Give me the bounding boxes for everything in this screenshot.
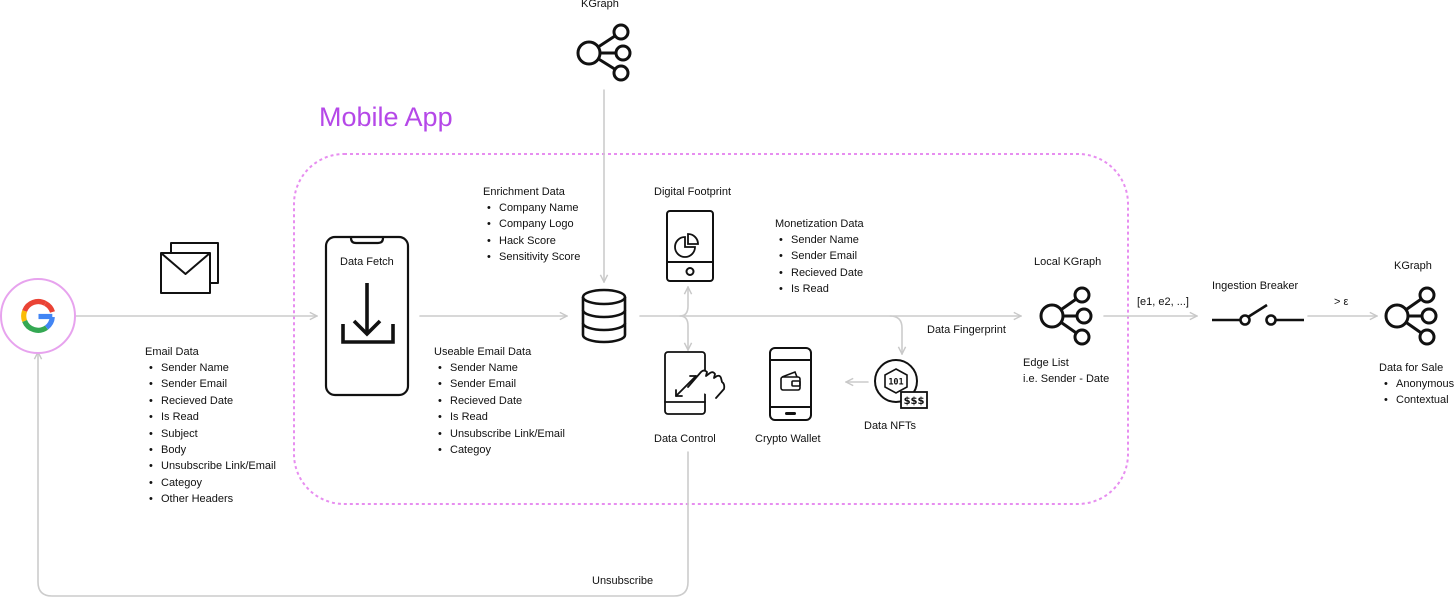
google-logo-icon xyxy=(21,298,55,333)
local-kgraph-label: Local KGraph xyxy=(1034,256,1102,268)
list-item: Is Read xyxy=(775,281,863,298)
hand-icon xyxy=(687,369,726,399)
crypto-wallet-label: Crypto Wallet xyxy=(755,433,821,445)
data-nfts-label: Data NFTs xyxy=(864,420,916,432)
ingestion-breaker-switch-icon xyxy=(1212,303,1304,326)
monetization-data-list: Sender Name Sender Email Recieved Date I… xyxy=(775,232,863,298)
list-item: Sensitivity Score xyxy=(483,249,580,266)
nft-currency-text: $$$ xyxy=(904,396,925,407)
list-item: Sender Name xyxy=(145,360,276,377)
wallet-icon xyxy=(780,370,801,391)
mobile-app-title: Mobile App xyxy=(319,102,453,132)
useable-email-data-list: Sender Name Sender Email Recieved Date I… xyxy=(434,360,565,459)
data-control-icon xyxy=(664,351,726,415)
svg-text:101: 101 xyxy=(888,378,903,388)
download-icon xyxy=(341,283,395,344)
list-item: Sender Email xyxy=(434,376,565,393)
list-item: Company Name xyxy=(483,200,580,217)
enrichment-data-title: Enrichment Data xyxy=(483,186,565,198)
edge-list-label: Edge List xyxy=(1023,357,1069,369)
list-item: Categoy xyxy=(434,442,565,459)
kgraph-top-label: KGraph xyxy=(581,0,619,10)
list-item: Contextual xyxy=(1380,392,1454,409)
data-for-sale-list: Anonymous Contextual xyxy=(1380,376,1454,409)
list-item: Sender Email xyxy=(775,248,863,265)
email-data-title: Email Data xyxy=(145,346,199,358)
data-nfts-icon: 101 $$$ xyxy=(874,359,928,409)
list-item: Unsubscribe Link/Email xyxy=(434,426,565,443)
list-item: Hack Score xyxy=(483,233,580,250)
crypto-wallet-icon xyxy=(769,347,812,421)
list-item: Is Read xyxy=(145,409,276,426)
list-item: Sender Email xyxy=(145,376,276,393)
list-item: Recieved Date xyxy=(145,393,276,410)
edge-to-data-control xyxy=(679,315,688,350)
google-node xyxy=(0,278,76,354)
pie-chart-icon xyxy=(674,236,696,258)
list-item: Recieved Date xyxy=(775,265,863,282)
list-item: Company Logo xyxy=(483,216,580,233)
local-kgraph-icon xyxy=(1039,286,1093,346)
list-item: Sender Name xyxy=(775,232,863,249)
threshold-label: > ε xyxy=(1334,296,1349,308)
edge-to-digital-footprint xyxy=(679,287,688,317)
list-item: Categoy xyxy=(145,475,276,492)
email-envelopes-icon xyxy=(160,242,219,294)
kgraph-right-icon xyxy=(1384,286,1438,346)
mobile-app-container xyxy=(293,153,1129,505)
list-item: Sender Name xyxy=(434,360,565,377)
edge-unsubscribe xyxy=(38,352,689,597)
email-data-list: Sender Name Sender Email Recieved Date I… xyxy=(145,360,276,508)
useable-email-data-title: Useable Email Data xyxy=(434,346,532,358)
data-fingerprint-label: Data Fingerprint xyxy=(927,324,1006,336)
data-control-label: Data Control xyxy=(654,433,716,445)
list-item: Anonymous xyxy=(1380,376,1454,393)
list-item: Other Headers xyxy=(145,491,276,508)
enrichment-data-list: Company Name Company Logo Hack Score Sen… xyxy=(483,200,580,266)
digital-footprint-label: Digital Footprint xyxy=(654,186,732,198)
list-item: Subject xyxy=(145,426,276,443)
list-item: Unsubscribe Link/Email xyxy=(145,458,276,475)
unsubscribe-label: Unsubscribe xyxy=(592,575,654,587)
data-for-sale-title: Data for Sale xyxy=(1379,362,1444,374)
database-icon xyxy=(581,288,627,344)
list-item: Is Read xyxy=(434,409,565,426)
monetization-data-title: Monetization Data xyxy=(775,218,864,230)
data-fetch-label: Data Fetch xyxy=(340,256,394,268)
kgraph-right-label: KGraph xyxy=(1394,260,1432,272)
list-item: Body xyxy=(145,442,276,459)
kgraph-top-icon xyxy=(576,23,632,82)
edge-list-example: i.e. Sender - Date xyxy=(1023,373,1110,385)
digital-footprint-icon xyxy=(666,210,714,282)
ingestion-breaker-label: Ingestion Breaker xyxy=(1212,280,1299,292)
edge-vector-label: [e1, e2, ...] xyxy=(1137,296,1189,308)
edge-to-data-nfts xyxy=(889,315,902,354)
list-item: Recieved Date xyxy=(434,393,565,410)
data-fetch-phone-icon xyxy=(324,235,410,397)
